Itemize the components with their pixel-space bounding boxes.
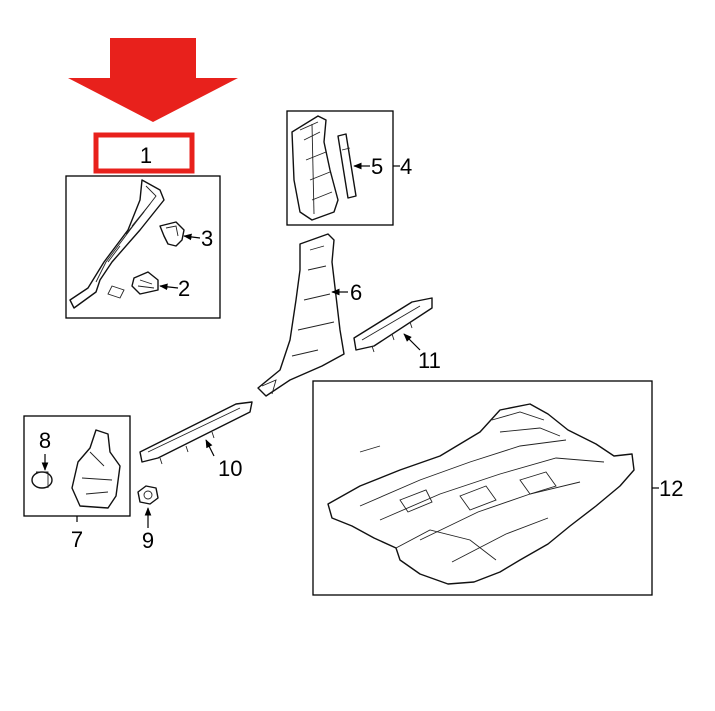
leader-10 — [205, 439, 215, 457]
cowl-side-trim-part[interactable] — [71, 429, 121, 509]
label-part-6[interactable]: 6 — [350, 280, 362, 305]
clip-part-8[interactable] — [31, 471, 53, 489]
down-arrow-icon — [68, 38, 238, 122]
a-pillar-trim-part[interactable] — [69, 179, 165, 309]
clip-part-2[interactable] — [131, 271, 159, 295]
label-part-4[interactable]: 4 — [400, 154, 412, 179]
scuff-plate-part-10[interactable] — [139, 401, 253, 465]
b-pillar-upper-trim-part[interactable] — [291, 115, 339, 221]
clip-part-3[interactable] — [159, 221, 185, 247]
floor-carpet-part-12[interactable] — [327, 403, 635, 585]
label-part-9[interactable]: 9 — [142, 528, 154, 553]
highlight-box-part-1[interactable] — [93, 132, 195, 174]
leader-3 — [183, 233, 201, 241]
group-box-b-pillar-upper — [286, 110, 394, 226]
b-pillar-lower-trim-part[interactable] — [257, 233, 345, 397]
label-part-11[interactable]: 11 — [418, 348, 441, 373]
nut-part-9[interactable] — [137, 485, 159, 505]
label-part-1[interactable]: 1 — [140, 143, 152, 168]
label-part-10[interactable]: 10 — [218, 456, 242, 481]
leader-2 — [159, 283, 179, 291]
label-part-2[interactable]: 2 — [178, 276, 190, 301]
seal-part-5[interactable] — [337, 133, 357, 199]
scuff-plate-part-11[interactable] — [353, 297, 433, 353]
label-part-8[interactable]: 8 — [39, 428, 51, 453]
group-box-a-pillar — [65, 175, 221, 319]
label-part-7[interactable]: 7 — [71, 527, 83, 552]
label-part-12[interactable]: 12 — [659, 476, 683, 501]
leader-11 — [403, 333, 421, 351]
label-part-3[interactable]: 3 — [201, 226, 213, 251]
label-part-5[interactable]: 5 — [371, 154, 383, 179]
